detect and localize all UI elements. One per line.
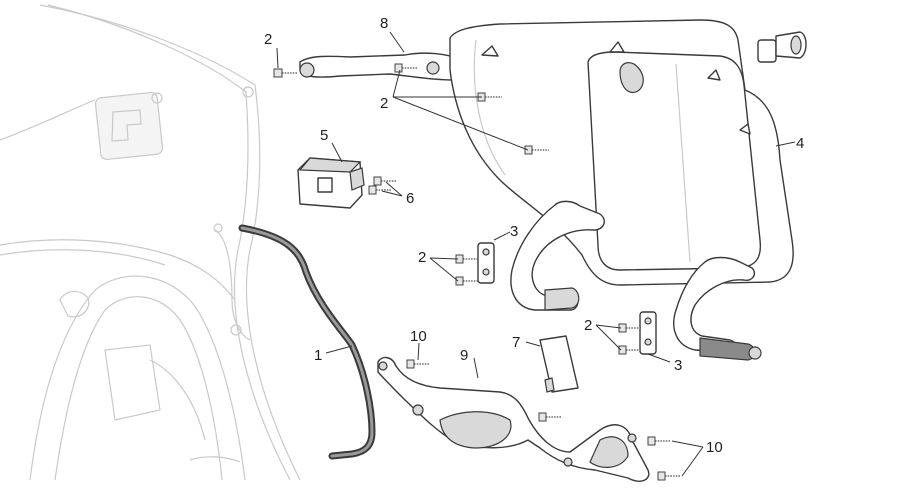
callout-8: 8 (380, 15, 388, 32)
screw-6-b (368, 185, 392, 195)
callout-7: 7 (512, 334, 520, 351)
screw-2-low-a (618, 323, 642, 333)
callout-2-mid: 2 (418, 249, 426, 266)
screw-10-right-b (657, 471, 681, 481)
screw-2-low-b (618, 345, 642, 355)
clip-fastener (757, 31, 807, 63)
part-3-hinge-plate-lower (639, 311, 657, 355)
screw-10-right-a (647, 436, 671, 446)
callout-2-top: 2 (264, 31, 272, 48)
part-1-seal-strip (238, 224, 376, 460)
callout-10-top: 10 (410, 328, 427, 345)
hinge-bracket-left (510, 200, 605, 311)
callout-6: 6 (406, 190, 414, 207)
callout-labels: 2 8 2 5 6 3 2 4 2 3 1 10 9 7 10 (264, 15, 804, 456)
screw-2-mid-a (455, 254, 479, 264)
callout-3-upper: 3 (510, 223, 518, 240)
part-3-hinge-plate-upper (477, 242, 495, 284)
screw-10-mid (538, 412, 562, 422)
callout-9: 9 (460, 347, 468, 364)
callout-2-arm: 2 (380, 95, 388, 112)
callout-3-lower: 3 (674, 357, 682, 374)
screw-2-top (273, 68, 298, 78)
callout-2-lower: 2 (584, 317, 592, 334)
callout-5: 5 (320, 127, 328, 144)
hinge-bracket-right (673, 256, 762, 361)
screw-2-arm-a (394, 63, 418, 73)
background-body-panel (0, 4, 301, 481)
part-4-tray (449, 19, 794, 286)
callout-10-right: 10 (706, 439, 723, 456)
callout-1: 1 (314, 347, 322, 364)
screw-2-mid-b (455, 276, 479, 286)
leader-lines (276, 31, 796, 477)
screw-6-a (373, 176, 397, 186)
screw-10-top (406, 359, 430, 369)
part-9-lower-cover (377, 356, 650, 482)
part-7-plate (539, 335, 579, 393)
screw-2-arm-c (524, 145, 549, 155)
callout-4: 4 (796, 135, 804, 152)
part-5-latch-switch (297, 157, 365, 209)
